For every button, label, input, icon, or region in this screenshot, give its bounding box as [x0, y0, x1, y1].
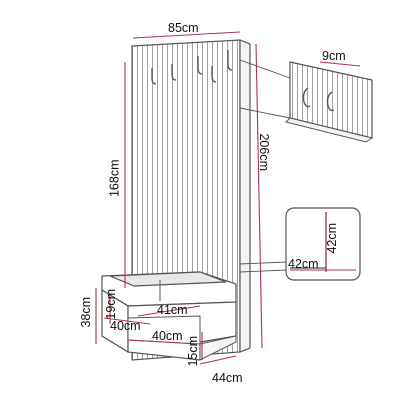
bench-depth-label: 44cm: [212, 371, 243, 385]
detail-width-label: 42cm: [288, 257, 319, 271]
bench-width-lower-label: 40cm: [152, 329, 183, 343]
panel-width-label: 85cm: [168, 21, 199, 35]
bench: [101, 271, 237, 361]
leader-lines: [239, 59, 291, 273]
bench-height-label: 38cm: [79, 296, 94, 328]
coat-hooks: [151, 50, 233, 85]
detail-height-label: 42cm: [325, 222, 340, 254]
hook-detail: [285, 61, 374, 143]
shelf-depth-label: 41cm: [157, 303, 188, 317]
hook-depth-label: 9cm: [322, 49, 346, 63]
hook-zone-height-label: 168cm: [107, 159, 122, 198]
bench-width-label: 40cm: [110, 319, 141, 333]
dimension-lines: [95, 31, 361, 365]
plinth-height-label: 15cm: [186, 335, 201, 367]
panel-height-label: 206cm: [257, 133, 272, 172]
compartment-height-label: 19cm: [104, 288, 119, 320]
